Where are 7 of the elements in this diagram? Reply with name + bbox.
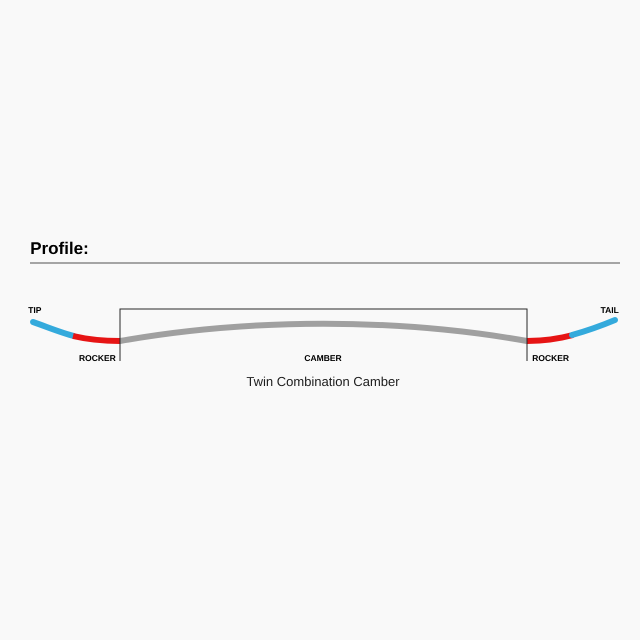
profile-label: TAIL	[600, 307, 619, 313]
profile-label: TIP	[28, 307, 42, 313]
caption: Twin Combination Camber	[246, 376, 400, 386]
profile-label: CAMBER	[304, 355, 342, 362]
profile-label: ROCKER	[532, 355, 569, 362]
section-title: Profile:	[31, 242, 88, 254]
profile-label: ROCKER	[80, 355, 116, 362]
